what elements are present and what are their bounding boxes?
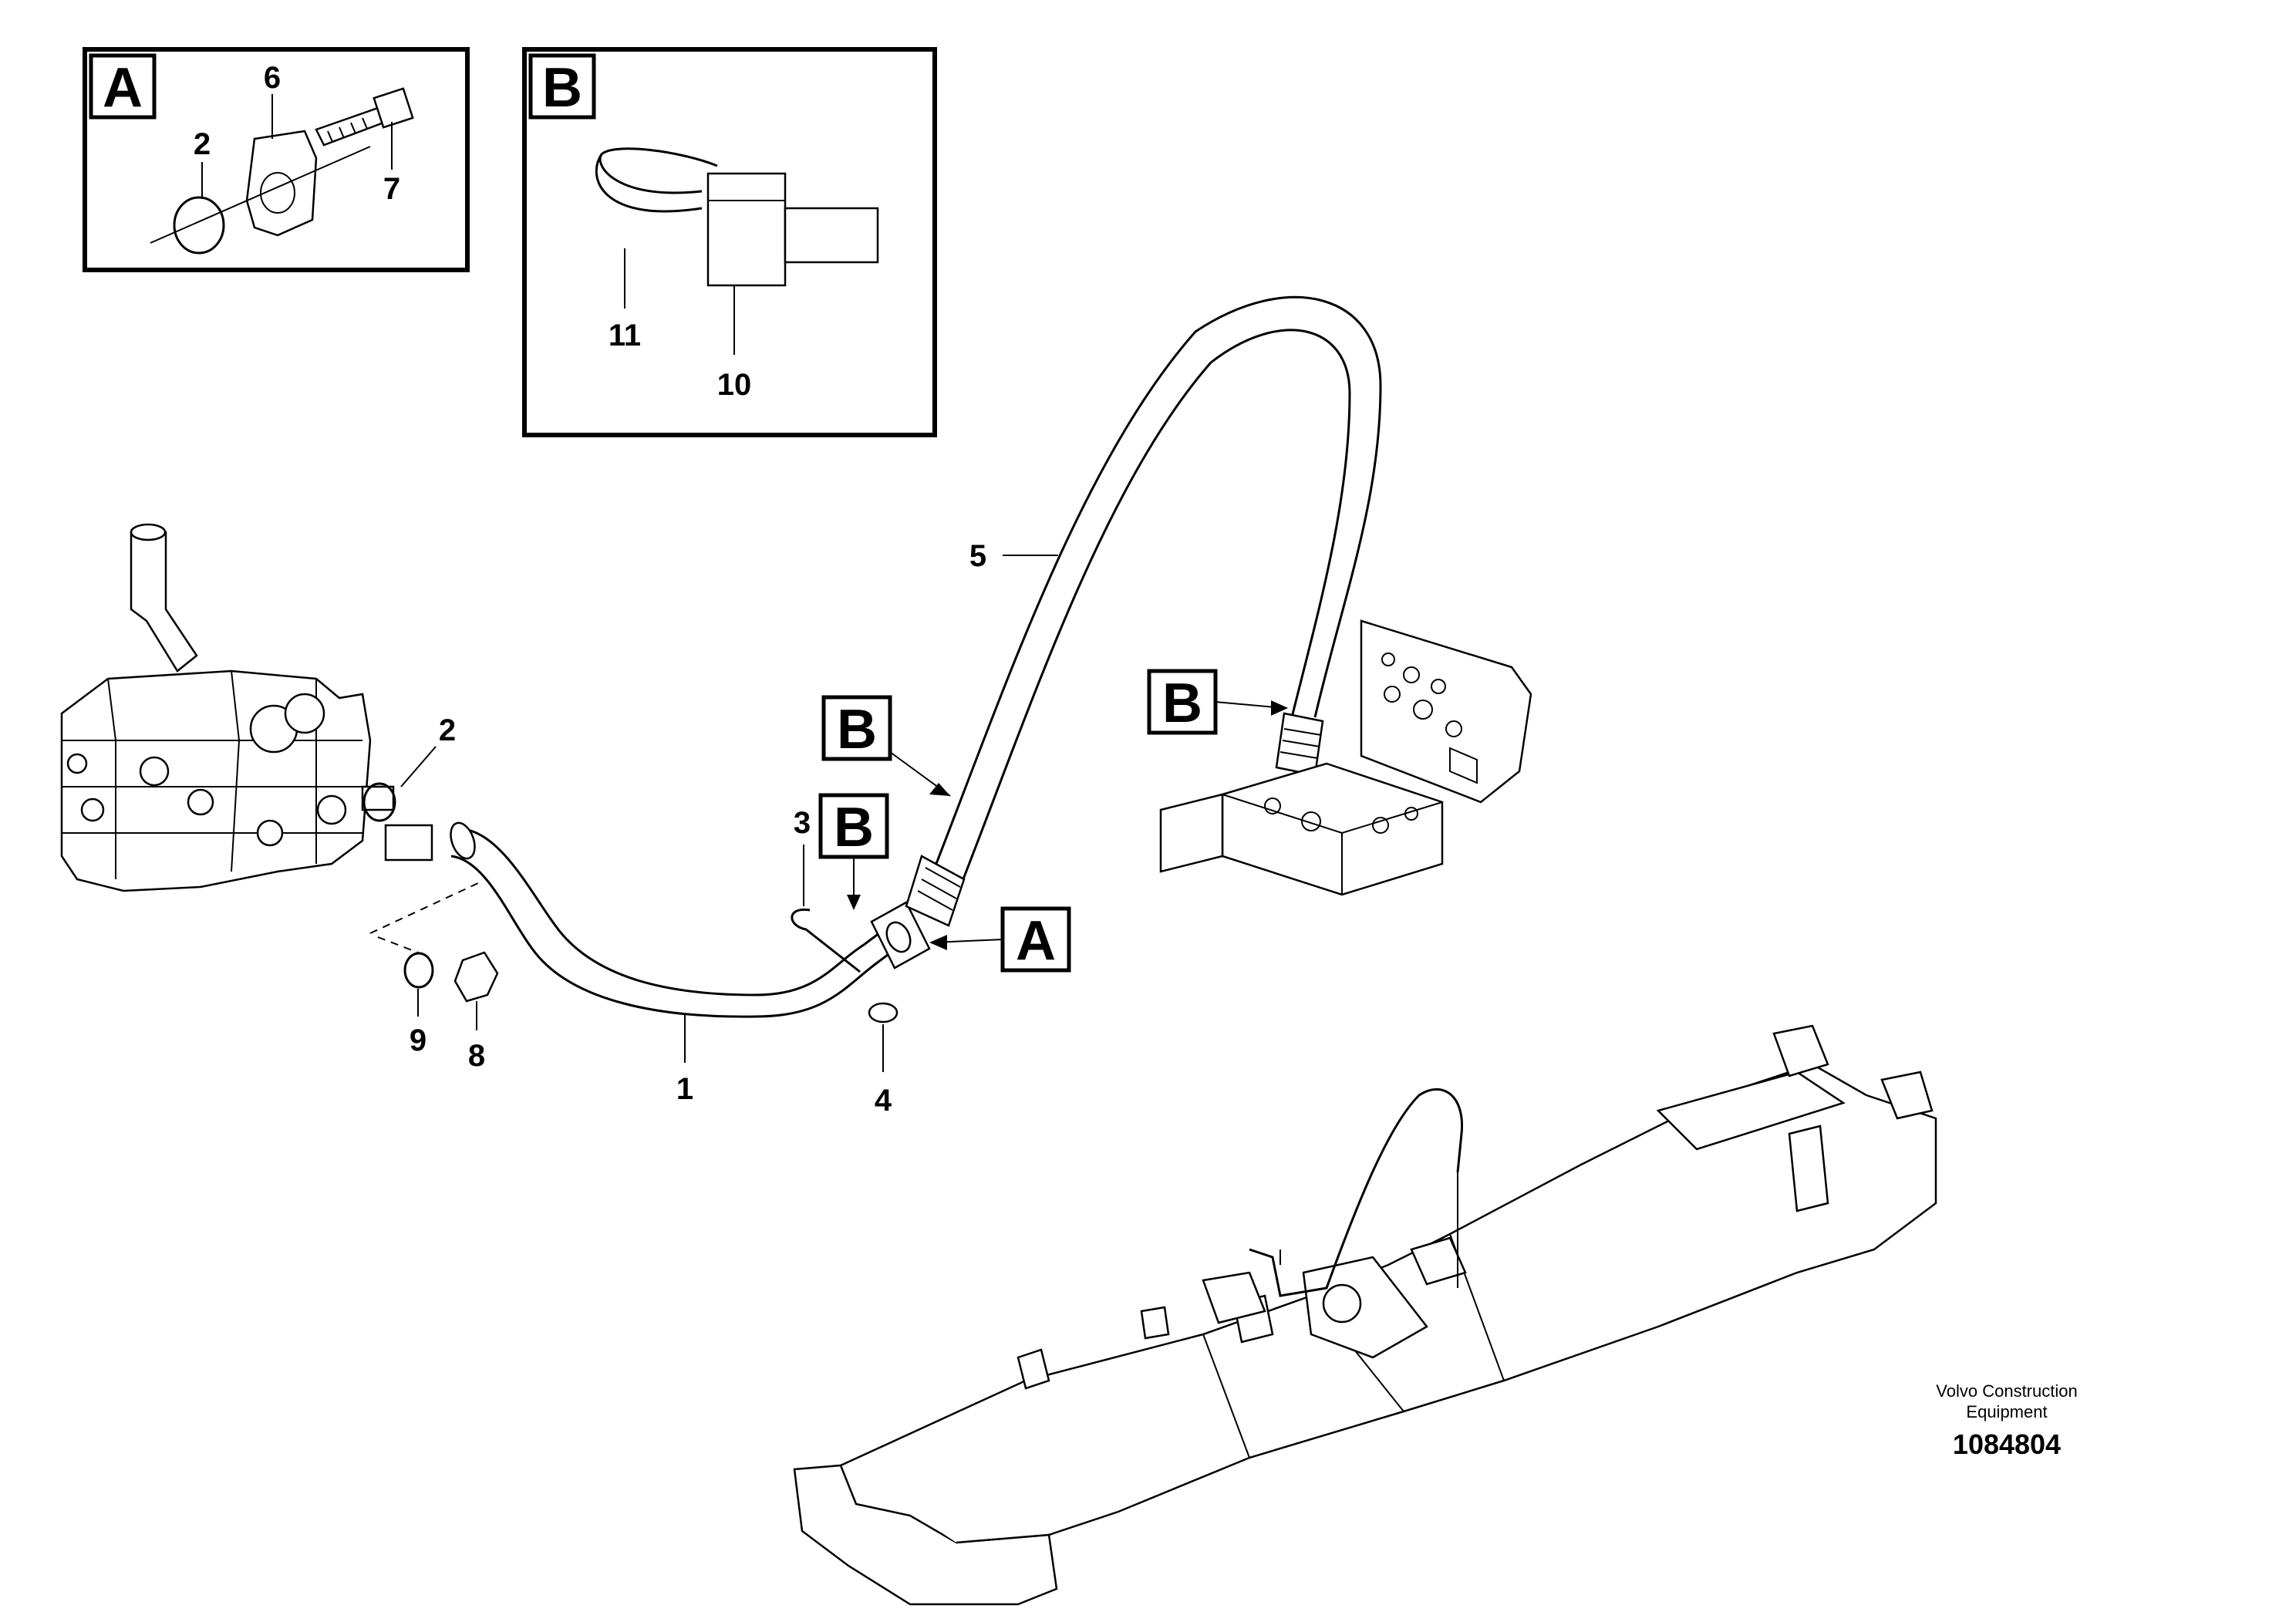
svg-text:B: B [834, 797, 874, 858]
callout-10: 10 [717, 368, 752, 402]
hose-5 [905, 296, 1382, 927]
callout-6-detail: 6 [264, 61, 281, 95]
document-number: 1084804 [1953, 1428, 2061, 1460]
plug-8 [453, 951, 499, 1003]
chassis-frame [793, 1024, 1937, 1606]
callout-4: 4 [875, 1084, 892, 1118]
svg-text:B: B [1162, 673, 1202, 734]
detail-view-a: A 6 2 7 [83, 47, 470, 272]
o-ring-2-detail [173, 196, 225, 255]
o-ring-2 [362, 782, 396, 822]
view-marker-b-lower: B [818, 793, 889, 910]
manifold-block [1159, 619, 1532, 896]
view-marker-b-right: B [1147, 669, 1288, 735]
main-callouts: 2 3 4 1 9 8 5 [400, 539, 1058, 1118]
clamp-10 [706, 172, 787, 287]
callout-11: 11 [609, 319, 641, 352]
detail-view-b-label: B [542, 57, 582, 119]
control-valve [60, 523, 433, 892]
callout-8: 8 [468, 1039, 485, 1073]
view-marker-a-right: A [929, 906, 1071, 973]
o-ring-9 [403, 952, 434, 989]
callout-7-detail: 7 [383, 172, 400, 206]
callout-2-detail: 2 [194, 127, 211, 161]
credit-line-1: Volvo Construction [1936, 1381, 2077, 1401]
callout-5: 5 [969, 539, 986, 573]
callout-1: 1 [676, 1072, 693, 1106]
pipe-1 [362, 782, 931, 1023]
detail-view-b-label-box [528, 53, 596, 120]
flange-half-6 [245, 130, 318, 237]
detail-view-a-label-box [89, 53, 157, 120]
callout-3: 3 [794, 806, 811, 840]
detail-view-b: B 11 10 [522, 47, 937, 437]
washer-4 [868, 1002, 899, 1023]
credit-line-2: Equipment [1966, 1402, 2047, 1421]
view-marker-b-upper: B [821, 695, 951, 797]
credit-block: Volvo Construction Equipment 1084804 [1936, 1381, 2077, 1460]
svg-text:A: A [1016, 910, 1056, 972]
svg-text:B: B [837, 699, 877, 760]
clip-3 [791, 908, 861, 973]
callout-9: 9 [410, 1023, 426, 1057]
callout-2: 2 [439, 713, 456, 747]
detail-view-a-label: A [103, 57, 143, 119]
